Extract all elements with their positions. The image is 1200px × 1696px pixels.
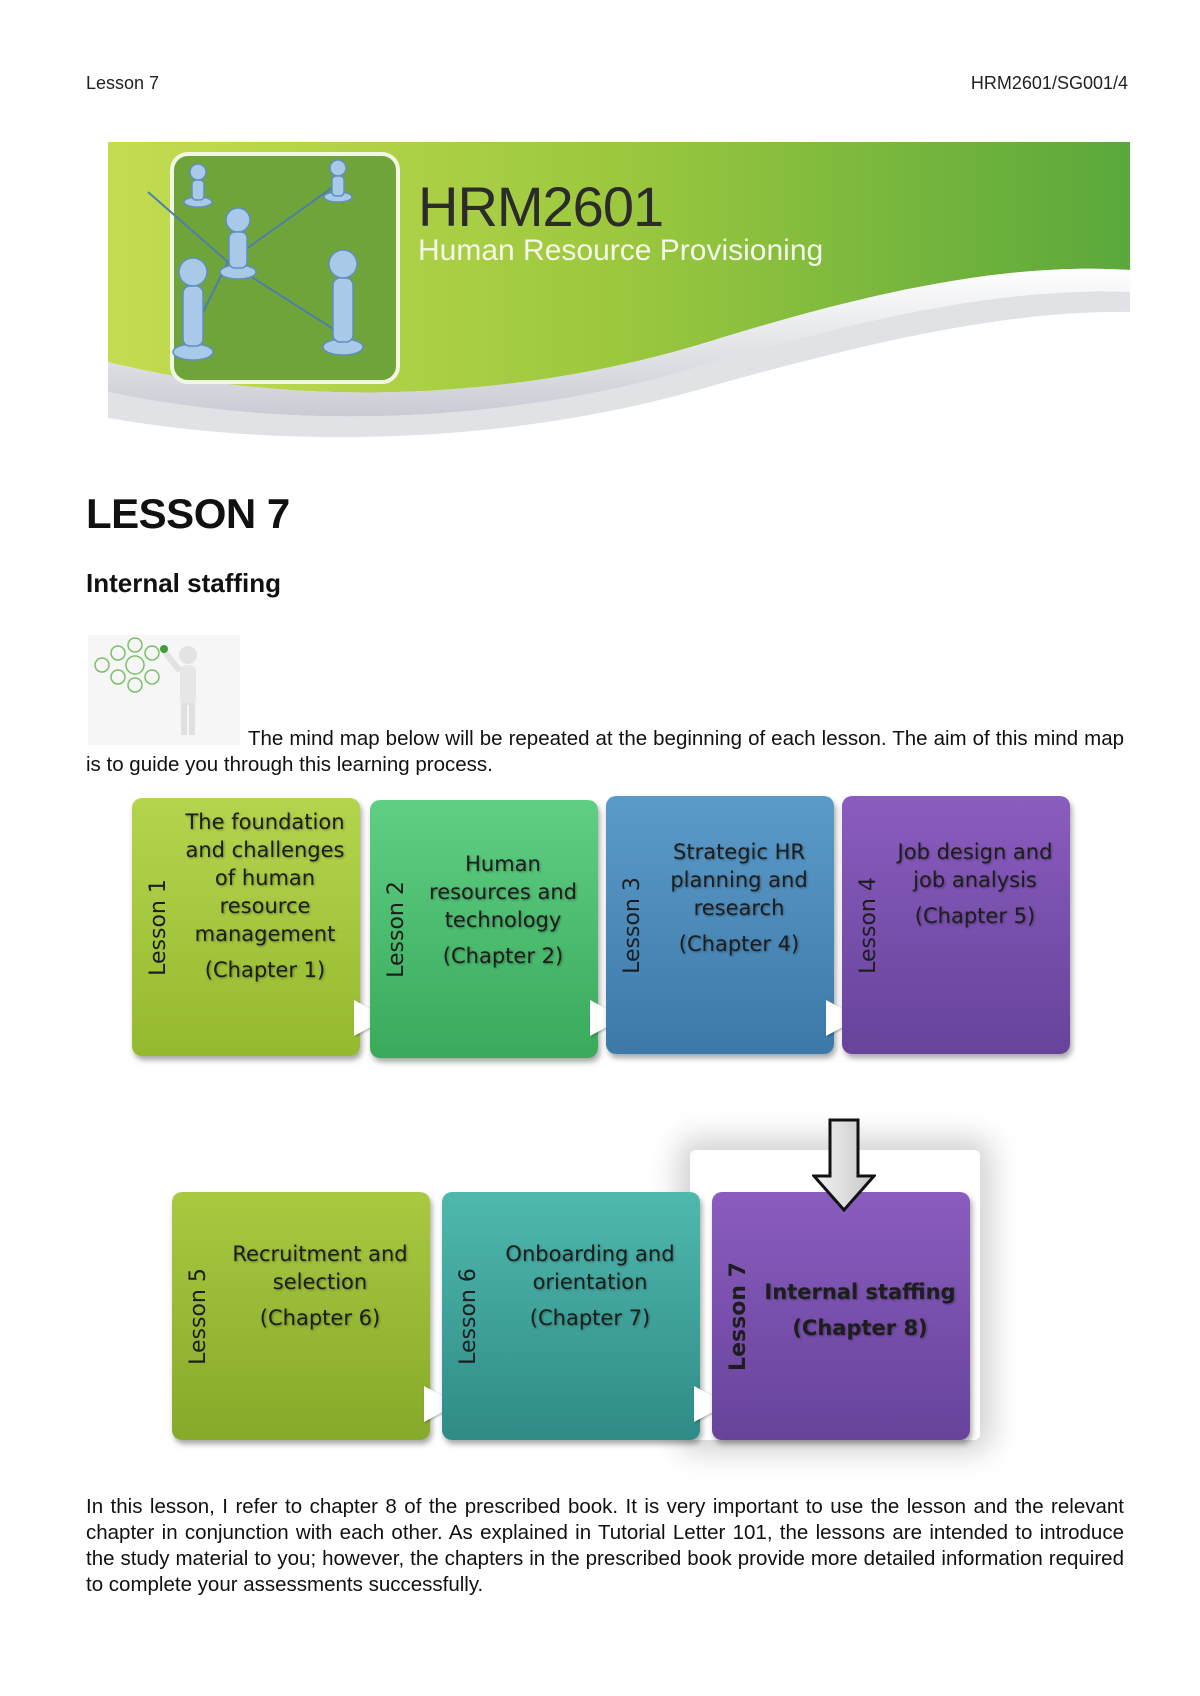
lesson-3-box: Lesson 3 Strategic HR planning and resea…: [606, 796, 834, 1054]
lesson-7-box: Lesson 7 Internal staffing (Chapter 8): [712, 1192, 970, 1440]
lesson-3-chapter: (Chapter 4): [678, 932, 800, 956]
lesson-5-title: Recruitment and selection: [232, 1242, 408, 1294]
down-arrow-icon: [812, 1118, 876, 1213]
lesson-5-box: Lesson 5 Recruitment and selection (Chapt…: [172, 1192, 430, 1440]
lesson-4-box: Lesson 4 Job design and job analysis (Cha…: [842, 796, 1070, 1054]
lesson-6-chapter: (Chapter 7): [529, 1306, 651, 1330]
lesson-6-title: Onboarding and orientation: [505, 1242, 675, 1294]
lesson-heading: LESSON 7: [86, 490, 290, 537]
intro-paragraph: The mind map below will be repeated at t…: [86, 727, 1124, 776]
mind-map-figure-icon: [88, 635, 240, 745]
lesson-4-title: Job design and job analysis: [897, 840, 1053, 892]
lesson-1-label: Lesson 1: [145, 878, 171, 976]
lesson-2-title: Human resources and technology: [429, 852, 577, 932]
course-title: Human Resource Provisioning: [418, 234, 824, 267]
body-paragraph: In this lesson, I refer to chapter 8 of …: [86, 1495, 1124, 1596]
lesson-7-label: Lesson 7: [725, 1261, 751, 1371]
lesson-3-title: Strategic HR planning and research: [670, 840, 808, 920]
lesson-5-chapter: (Chapter 6): [259, 1306, 381, 1330]
lesson-4-label: Lesson 4: [855, 876, 881, 974]
lesson-6-label: Lesson 6: [455, 1267, 481, 1365]
lesson-2-chapter: (Chapter 2): [442, 944, 564, 968]
lesson-6-box: Lesson 6 Onboarding and orientation (Chap…: [442, 1192, 700, 1440]
lesson-5-label: Lesson 5: [185, 1267, 211, 1365]
course-code: HRM2601: [418, 175, 664, 238]
banner-background-graphic: [108, 142, 1130, 460]
page-header-left: Lesson 7: [86, 73, 160, 93]
page-header-right: HRM2601/SG001/4: [970, 73, 1128, 93]
lesson-7-chapter: (Chapter 8): [792, 1316, 928, 1340]
lesson-1-chapter: (Chapter 1): [204, 958, 326, 982]
lesson-3-label: Lesson 3: [619, 876, 645, 974]
lesson-2-label: Lesson 2: [383, 880, 409, 978]
lesson-subheading: Internal staffing: [86, 568, 282, 598]
course-banner: HRM2601 Human Resource Provisioning: [108, 142, 1130, 460]
lesson-2-box: Lesson 2 Human resources and technology (…: [370, 800, 598, 1058]
lesson-1-title: The foundation and challenges of human r…: [185, 810, 345, 946]
lesson-7-title: Internal staffing: [764, 1280, 956, 1304]
lesson-4-chapter: (Chapter 5): [914, 904, 1036, 928]
lesson-1-box: Lesson 1 The foundation and challenges o…: [132, 798, 360, 1056]
